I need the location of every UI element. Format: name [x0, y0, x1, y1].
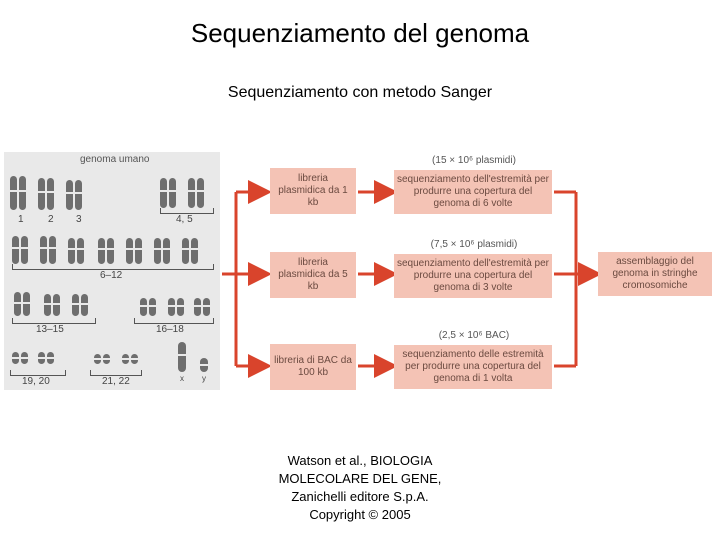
label-chr-x: x [180, 374, 184, 383]
chromosome-glyph [75, 180, 82, 210]
chromosome-glyph [122, 354, 129, 364]
chromosome-glyph [160, 178, 167, 208]
label-chr-4-5: 4, 5 [176, 214, 193, 225]
credit-line-1: Watson et al., BIOLOGIA [287, 453, 433, 468]
karyotype-title: genoma umano [80, 154, 150, 165]
chromosome-glyph [177, 298, 184, 316]
chromosome-glyph [19, 176, 26, 210]
credit-line-2: MOLECOLARE DEL GENE, [278, 471, 442, 486]
chromosome-glyph [21, 236, 28, 264]
karyotype-panel: genoma umano 1 2 3 4, 5 6–12 13–15 16–18… [4, 152, 220, 390]
chromosome-glyph [194, 298, 201, 316]
sequencing-box-2: sequenziamento dell'estremità per produr… [394, 254, 552, 298]
chromosome-glyph [12, 352, 19, 364]
chromosome-glyph [94, 354, 101, 364]
chromosome-glyph [47, 178, 54, 210]
label-chr-16-18: 16–18 [156, 324, 184, 335]
chromosome-glyph [197, 178, 204, 208]
quantity-label-1: (15 × 10⁶ plasmidi) [432, 155, 516, 166]
label-chr-13-15: 13–15 [36, 324, 64, 335]
quantity-label-2: (7,5 × 10⁶ plasmidi) [430, 239, 518, 250]
assembly-box: assemblaggio del genoma in stringhe crom… [598, 252, 712, 296]
chromosome-glyph [12, 236, 19, 264]
chromosome-glyph [72, 294, 79, 316]
chromosome-glyph [40, 236, 47, 264]
chromosome-glyph [135, 238, 142, 264]
chromosome-glyph [168, 298, 175, 316]
chromosome-glyph [38, 352, 45, 364]
library-box-bac: libreria di BAC da 100 kb [270, 344, 356, 390]
chromosome-glyph [188, 178, 195, 208]
credit-line-3: Zanichelli editore S.p.A. [291, 489, 429, 504]
credit-text: Watson et al., BIOLOGIA MOLECOLARE DEL G… [240, 452, 480, 524]
bracket-13-15 [12, 318, 96, 324]
label-chr-6-12: 6–12 [100, 270, 123, 281]
sex-chromosome-glyph [178, 342, 186, 372]
chromosome-glyph [44, 294, 51, 316]
chromosome-glyph [23, 292, 30, 316]
chromosome-glyph [53, 294, 60, 316]
chromosome-glyph [169, 178, 176, 208]
chromosome-glyph [98, 238, 105, 264]
label-chr-19-20: 19, 20 [22, 376, 50, 387]
library-box-5kb: libreria plasmidica da 5 kb [270, 252, 356, 298]
chromosome-glyph [66, 180, 73, 210]
bracket-16-18 [134, 318, 214, 324]
page-title: Sequenziamento del genoma [190, 18, 530, 48]
chromosome-glyph [107, 238, 114, 264]
label-chr-1: 1 [18, 214, 24, 225]
credit-line-4: Copyright © 2005 [309, 507, 411, 522]
chromosome-glyph [68, 238, 75, 264]
chromosome-glyph [10, 176, 17, 210]
chromosome-glyph [81, 294, 88, 316]
chromosome-glyph [131, 354, 138, 364]
chromosome-glyph [21, 352, 28, 364]
label-chr-2: 2 [48, 214, 54, 225]
bracket-6-12 [12, 264, 214, 270]
sequencing-box-1: sequenziamento dell'estremità per produr… [394, 170, 552, 214]
quantity-label-3: (2,5 × 10⁶ BAC) [438, 330, 510, 341]
label-chr-21-22: 21, 22 [102, 376, 130, 387]
chromosome-glyph [191, 238, 198, 264]
chromosome-glyph [49, 236, 56, 264]
sequencing-box-3: sequenziamento delle estremità per produ… [394, 345, 552, 389]
chromosome-glyph [149, 298, 156, 316]
bracket-21-22 [90, 370, 142, 376]
chromosome-glyph [14, 292, 21, 316]
chromosome-glyph [163, 238, 170, 264]
chromosome-glyph [203, 298, 210, 316]
chromosome-glyph [126, 238, 133, 264]
chromosome-glyph [140, 298, 147, 316]
chromosome-glyph [182, 238, 189, 264]
label-chr-y: y [202, 374, 206, 383]
chromosome-glyph [154, 238, 161, 264]
chromosome-glyph [47, 352, 54, 364]
bracket-19-20 [10, 370, 66, 376]
sex-chromosome-glyph [200, 358, 208, 372]
bracket-4-5 [160, 208, 214, 214]
chromosome-glyph [38, 178, 45, 210]
chromosome-glyph [103, 354, 110, 364]
chromosome-glyph [77, 238, 84, 264]
library-box-1kb: libreria plasmidica da 1 kb [270, 168, 356, 214]
label-chr-3: 3 [76, 214, 82, 225]
page-subtitle: Sequenziamento con metodo Sanger [227, 84, 493, 101]
